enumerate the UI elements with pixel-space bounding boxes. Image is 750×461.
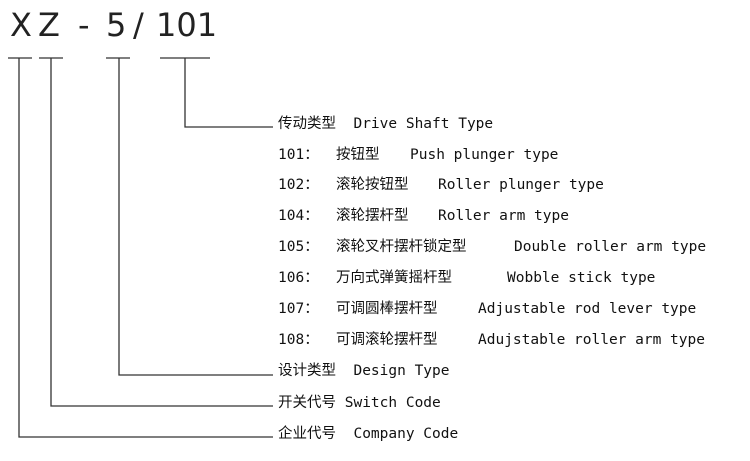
leader-company (18, 58, 273, 438)
label-design-type: 设计类型 Design Type (278, 363, 450, 379)
type-code: 105： (278, 239, 319, 255)
type-cn: 可调滚轮摆杆型 (336, 332, 438, 348)
type-code: 107： (278, 301, 319, 317)
type-item: 101： 按钮型 Push plunger type (278, 145, 748, 165)
type-code: 104： (278, 208, 319, 224)
type-item: 106： 万向式弹簧摇杆型 Wobble stick type (278, 268, 748, 288)
type-cn: 按钮型 (336, 147, 380, 163)
code-design: 5 (106, 6, 127, 44)
type-code: 106： (278, 270, 319, 286)
type-en: Adujstable roller arm type (478, 332, 705, 348)
type-en: Wobble stick type (507, 270, 656, 286)
code-switch: Z (38, 6, 60, 44)
type-item: 105： 滚轮叉杆摆杆锁定型 Double roller arm type (278, 237, 748, 257)
type-cn: 滚轮按钮型 (336, 177, 409, 193)
leader-drive (184, 58, 273, 128)
label-switch-code: 开关代号 Switch Code (278, 395, 441, 411)
type-code: 102： (278, 177, 319, 193)
type-code: 101： (278, 147, 319, 163)
leader-design (118, 58, 273, 376)
code-drive: 101 (156, 6, 218, 44)
type-cn: 可调圆棒摆杆型 (336, 301, 438, 317)
type-en: Push plunger type (410, 147, 559, 163)
leader-switch (50, 58, 273, 407)
type-en: Adjustable rod lever type (478, 301, 697, 317)
label-company-code: 企业代号 Company Code (278, 426, 459, 442)
type-cn: 滚轮叉杆摆杆锁定型 (336, 239, 467, 255)
code-dash: - (78, 6, 90, 44)
type-item: 108： 可调滚轮摆杆型 Adujstable roller arm type (278, 330, 748, 350)
type-cn: 万向式弹簧摇杆型 (336, 270, 452, 286)
code-company: X (10, 6, 32, 44)
label-drive-shaft-type: 传动类型 Drive Shaft Type (278, 116, 494, 132)
type-cn: 滚轮摆杆型 (336, 208, 409, 224)
type-en: Double roller arm type (514, 239, 707, 255)
type-en: Roller arm type (438, 208, 569, 224)
code-slash: / (133, 6, 144, 44)
type-code: 108： (278, 332, 319, 348)
type-item: 107： 可调圆棒摆杆型 Adjustable rod lever type (278, 299, 748, 319)
type-item: 104： 滚轮摆杆型 Roller arm type (278, 206, 748, 226)
type-en: Roller plunger type (438, 177, 604, 193)
type-item: 102： 滚轮按钮型 Roller plunger type (278, 175, 748, 195)
